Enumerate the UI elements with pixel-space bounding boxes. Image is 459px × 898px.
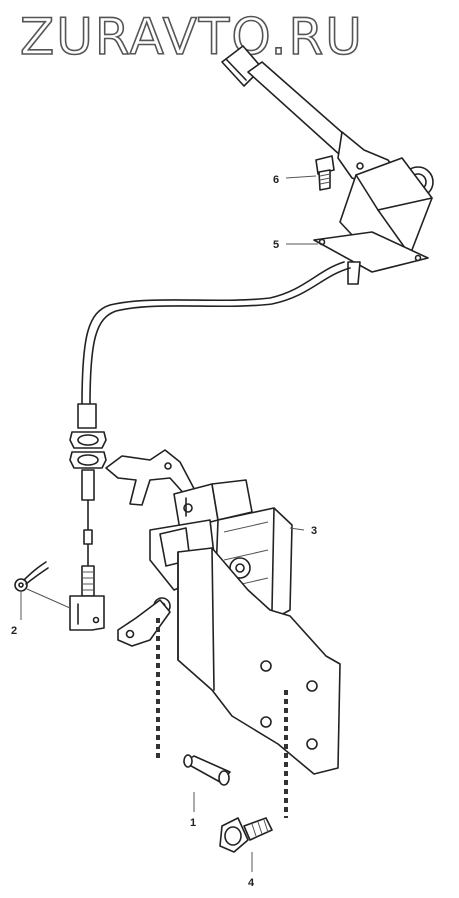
brake-cable <box>69 261 351 631</box>
mounting-bracket <box>177 547 341 775</box>
callout-4: 4 <box>248 877 255 889</box>
pin-1 <box>183 754 231 786</box>
callout-1: 1 <box>190 817 196 829</box>
watermark-text: ZURAVTO.RU <box>20 8 364 66</box>
bolt-4 <box>219 817 273 853</box>
callout-2: 2 <box>11 625 17 637</box>
lever-bracket <box>313 157 433 285</box>
bolt-6 <box>315 155 335 191</box>
clip-pin-2 <box>14 561 71 609</box>
callout-3: 3 <box>311 525 317 537</box>
callout-5: 5 <box>273 239 279 251</box>
callout-6: 6 <box>273 174 279 186</box>
leader-lines <box>20 175 318 872</box>
